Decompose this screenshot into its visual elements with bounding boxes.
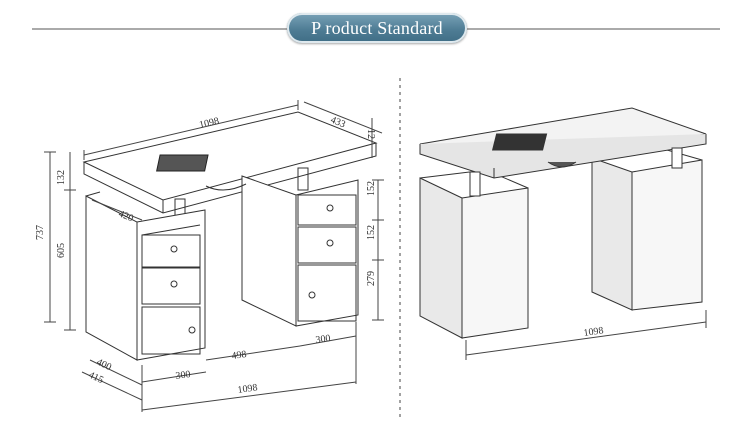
dim-drawer-2: 152 bbox=[366, 225, 377, 240]
dim-base-depth-1: 400 bbox=[95, 357, 113, 373]
page-title: P roduct Standard bbox=[311, 18, 443, 38]
dim-cabinet-width-right: 300 bbox=[315, 333, 331, 346]
dim-middle-gap: 498 bbox=[231, 349, 247, 362]
dim-drawer-1: 152 bbox=[366, 181, 377, 196]
dim-right-view-length: 1098 bbox=[583, 325, 604, 339]
dim-bottom-length: 1098 bbox=[237, 382, 258, 396]
right-view-dimension-lines bbox=[465, 310, 707, 360]
dim-inner-depth: 420 bbox=[117, 209, 135, 225]
dim-cabinet-width-left: 300 bbox=[175, 369, 191, 382]
dim-base-depth-2: 415 bbox=[87, 370, 105, 386]
left-view-dimension-lines bbox=[44, 100, 384, 412]
dim-door-height: 279 bbox=[366, 271, 377, 286]
dim-top-thickness: 12 bbox=[365, 129, 376, 139]
dim-upper-gap: 132 bbox=[56, 170, 67, 185]
left-view-desk bbox=[82, 111, 378, 361]
dim-length: 1098 bbox=[198, 116, 220, 131]
title-badge: P roduct Standard bbox=[287, 13, 467, 43]
dim-depth: 433 bbox=[329, 115, 347, 131]
dim-total-height: 737 bbox=[35, 225, 46, 240]
right-view-desk bbox=[419, 107, 707, 339]
dim-body-height: 605 bbox=[56, 243, 67, 258]
